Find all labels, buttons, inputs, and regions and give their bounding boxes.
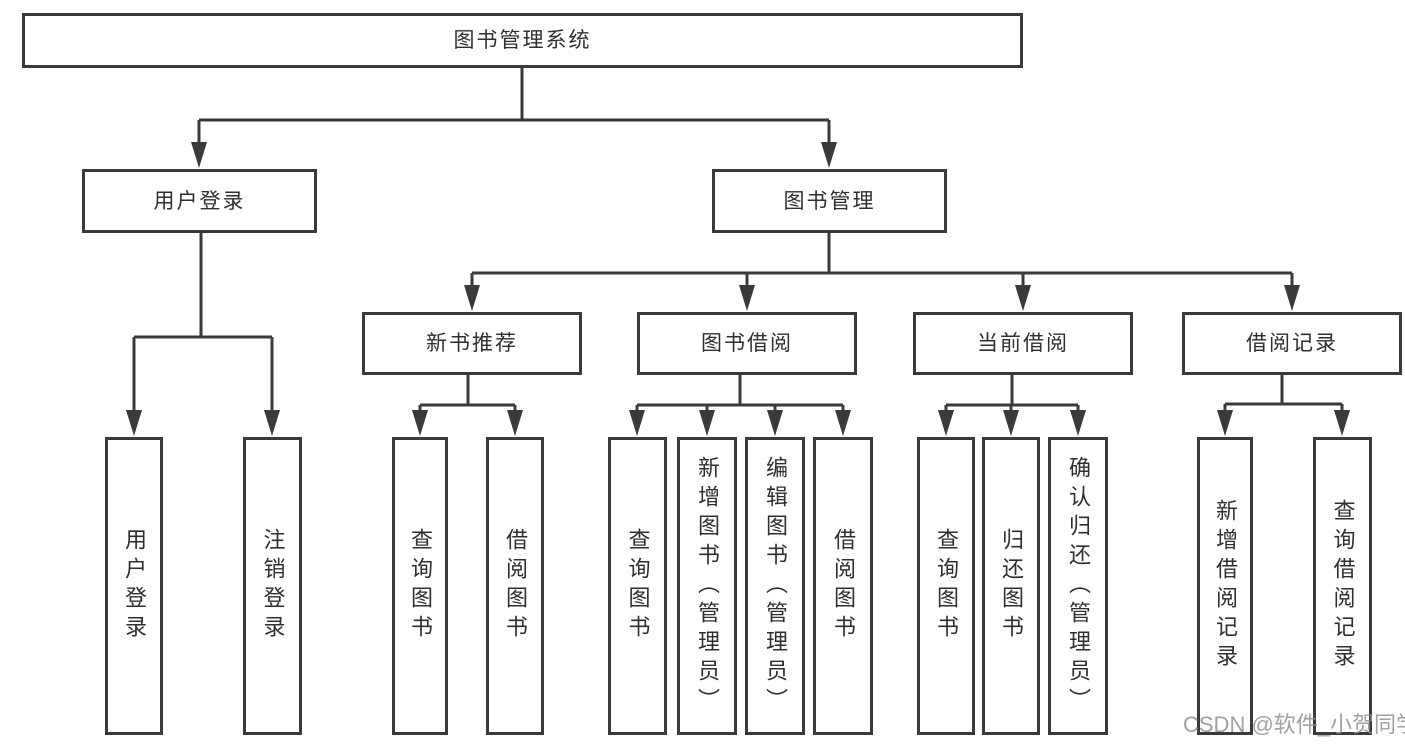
node-book-borrow: 图书借阅 — [637, 312, 857, 375]
node-label: 借阅图书 — [831, 528, 856, 644]
leaf-query-borrow-record: 查询借阅记录 — [1313, 437, 1372, 735]
leaf-query-books-current: 查询图书 — [917, 437, 975, 735]
leaf-return-book: 归还图书 — [982, 437, 1040, 735]
leaf-add-book-admin: 新增图书（管理员） — [677, 437, 737, 735]
leaf-confirm-return-admin: 确认归还（管理员） — [1048, 437, 1108, 735]
leaf-query-books-borrow: 查询图书 — [608, 437, 667, 735]
arrowheads — [126, 142, 1350, 436]
leaf-logout: 注销登录 — [243, 437, 302, 735]
node-label: 用户登录 — [153, 189, 246, 213]
node-label: 确认归还（管理员） — [1066, 455, 1091, 717]
node-label: 注销登录 — [260, 528, 286, 644]
connector-book-borrow — [635, 375, 845, 413]
connector-current-borrow — [944, 375, 1080, 413]
leaf-borrow-books: 借阅图书 — [813, 437, 873, 735]
node-borrow-records: 借阅记录 — [1182, 312, 1402, 375]
node-label: 图书借阅 — [701, 332, 793, 355]
leaf-user-login: 用户登录 — [105, 437, 163, 735]
node-label: 编辑图书（管理员） — [763, 455, 788, 717]
connector-new-book — [418, 375, 517, 413]
leaf-borrow-books-recommend: 借阅图书 — [486, 437, 544, 735]
node-label: 归还图书 — [999, 528, 1024, 644]
node-label: 用户登录 — [122, 528, 147, 644]
connector-user-login — [132, 233, 274, 413]
node-label: 借阅图书 — [503, 528, 528, 644]
node-label: 借阅记录 — [1246, 332, 1338, 355]
leaf-add-borrow-record: 新增借阅记录 — [1197, 437, 1253, 735]
leaf-query-books-recommend: 查询图书 — [392, 437, 448, 735]
leaf-edit-book-admin: 编辑图书（管理员） — [745, 437, 805, 735]
node-library-system: 图书管理系统 — [22, 13, 1023, 68]
node-current-borrow: 当前借阅 — [913, 312, 1133, 375]
node-label: 查询图书 — [408, 528, 433, 644]
node-label: 查询借阅记录 — [1330, 499, 1356, 673]
node-label: 查询图书 — [625, 528, 651, 644]
node-label: 新增借阅记录 — [1213, 499, 1238, 673]
connector-borrow-records — [1223, 375, 1344, 413]
node-book-management: 图书管理 — [712, 169, 947, 233]
node-label: 图书管理系统 — [453, 29, 592, 52]
connector-root — [197, 68, 831, 145]
connector-book-management — [470, 233, 1294, 288]
node-label: 图书管理 — [783, 189, 876, 213]
node-label: 新书推荐 — [426, 332, 518, 355]
node-label: 当前借阅 — [977, 332, 1069, 355]
node-label: 新增图书（管理员） — [695, 455, 720, 717]
node-user-login: 用户登录 — [82, 169, 317, 233]
node-new-book-recommend: 新书推荐 — [362, 312, 582, 375]
watermark-csdn: CSDN @软件_小贺同学 — [1183, 712, 1405, 737]
node-label: 查询图书 — [934, 528, 959, 644]
